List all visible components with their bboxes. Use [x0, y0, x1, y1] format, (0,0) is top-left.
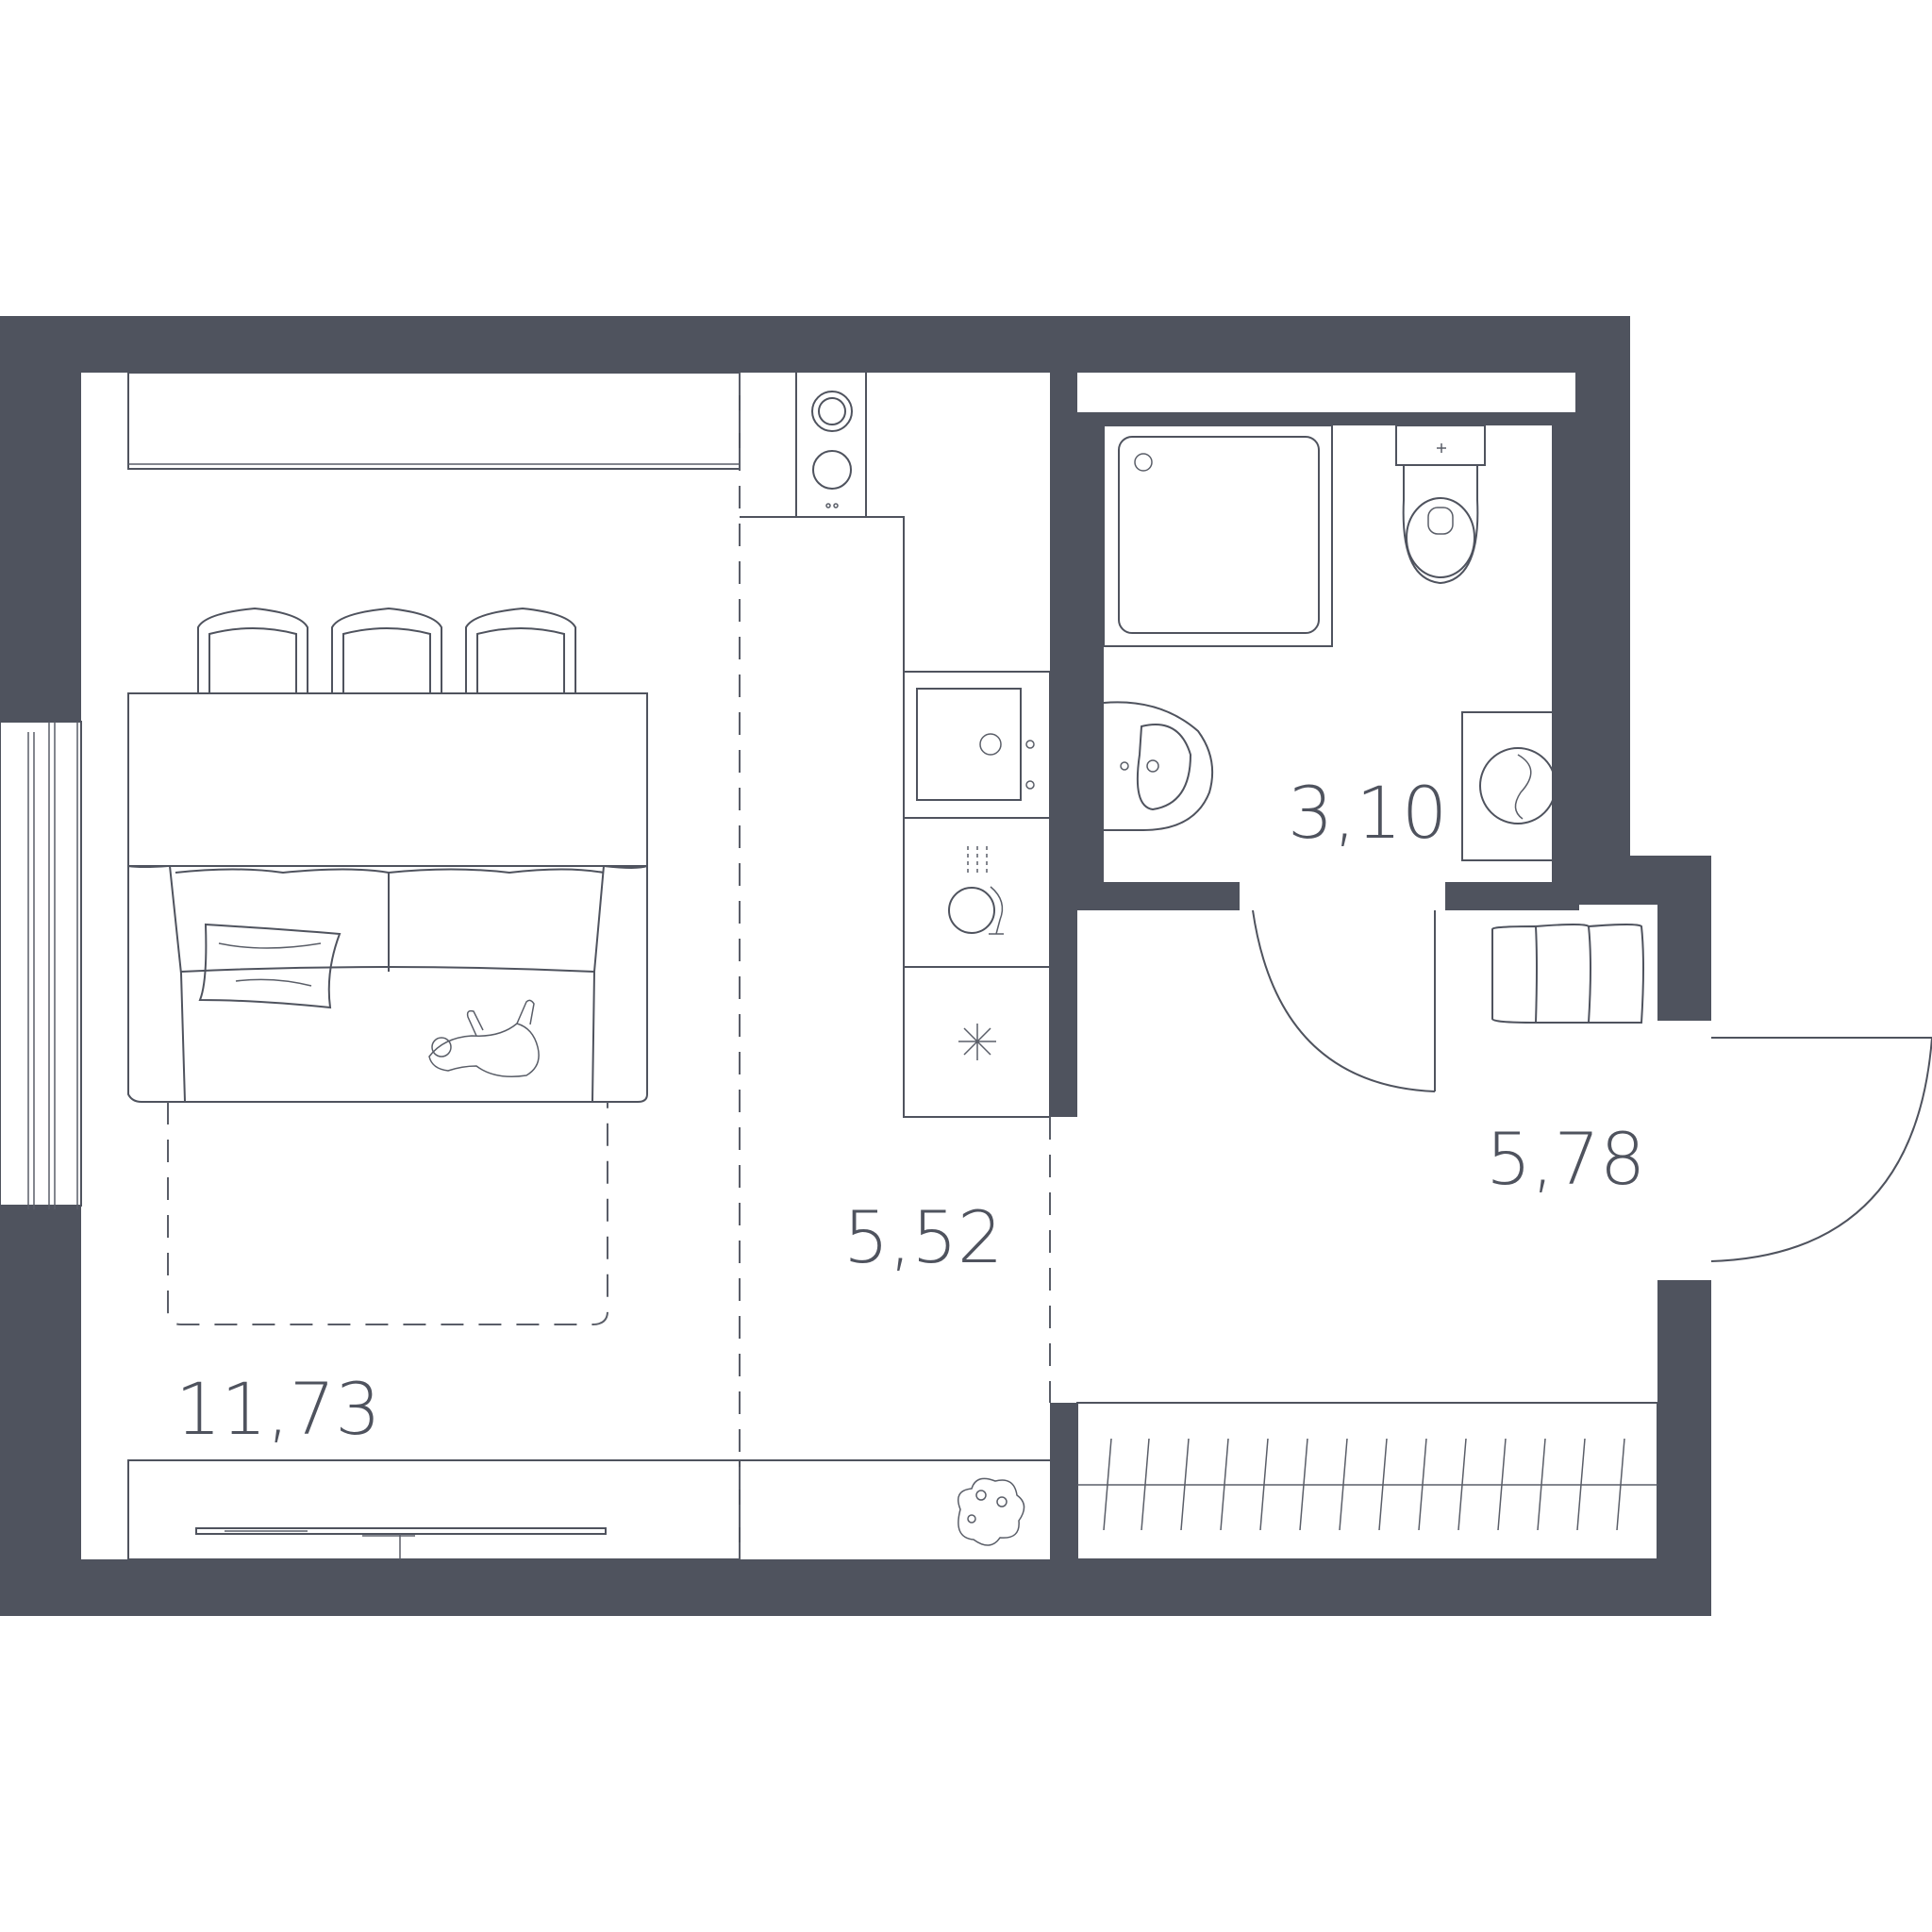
entrance-door[interactable]: [1710, 1037, 1932, 1262]
chairs: [197, 607, 576, 693]
bathroom-door[interactable]: [1252, 909, 1436, 1092]
washing-machine-icon: [1461, 711, 1575, 861]
room-area-hall: 5,78: [1486, 1117, 1645, 1201]
plant-icon: [958, 1477, 1025, 1546]
stove-icon: [795, 370, 867, 518]
bench: [1491, 924, 1644, 1024]
sink-icon: [903, 671, 1051, 819]
living-room: 11,73: [127, 372, 741, 1560]
bathroom: 3,10: [1103, 425, 1575, 861]
hall: 5,78: [1049, 924, 1658, 1560]
room-area-living: 11,73: [175, 1367, 381, 1451]
dishwasher-icon: [903, 817, 1051, 968]
hangers: [1103, 1438, 1625, 1531]
kitchen: 5,52: [740, 370, 1051, 1546]
room-area-kitchen: 5,52: [843, 1195, 1003, 1279]
toilet-icon: [1395, 425, 1486, 585]
shower-icon: [1103, 425, 1333, 647]
rug: [167, 1102, 608, 1325]
washbasin-icon: [1103, 701, 1214, 831]
dining-table: [127, 692, 648, 867]
fridge-icon: [903, 966, 1051, 1118]
room-area-bathroom: 3,10: [1288, 771, 1447, 855]
sofa: [127, 864, 648, 1103]
walls: [0, 316, 1711, 1616]
dog-icon: [428, 999, 540, 1077]
window-left: [0, 721, 82, 1209]
